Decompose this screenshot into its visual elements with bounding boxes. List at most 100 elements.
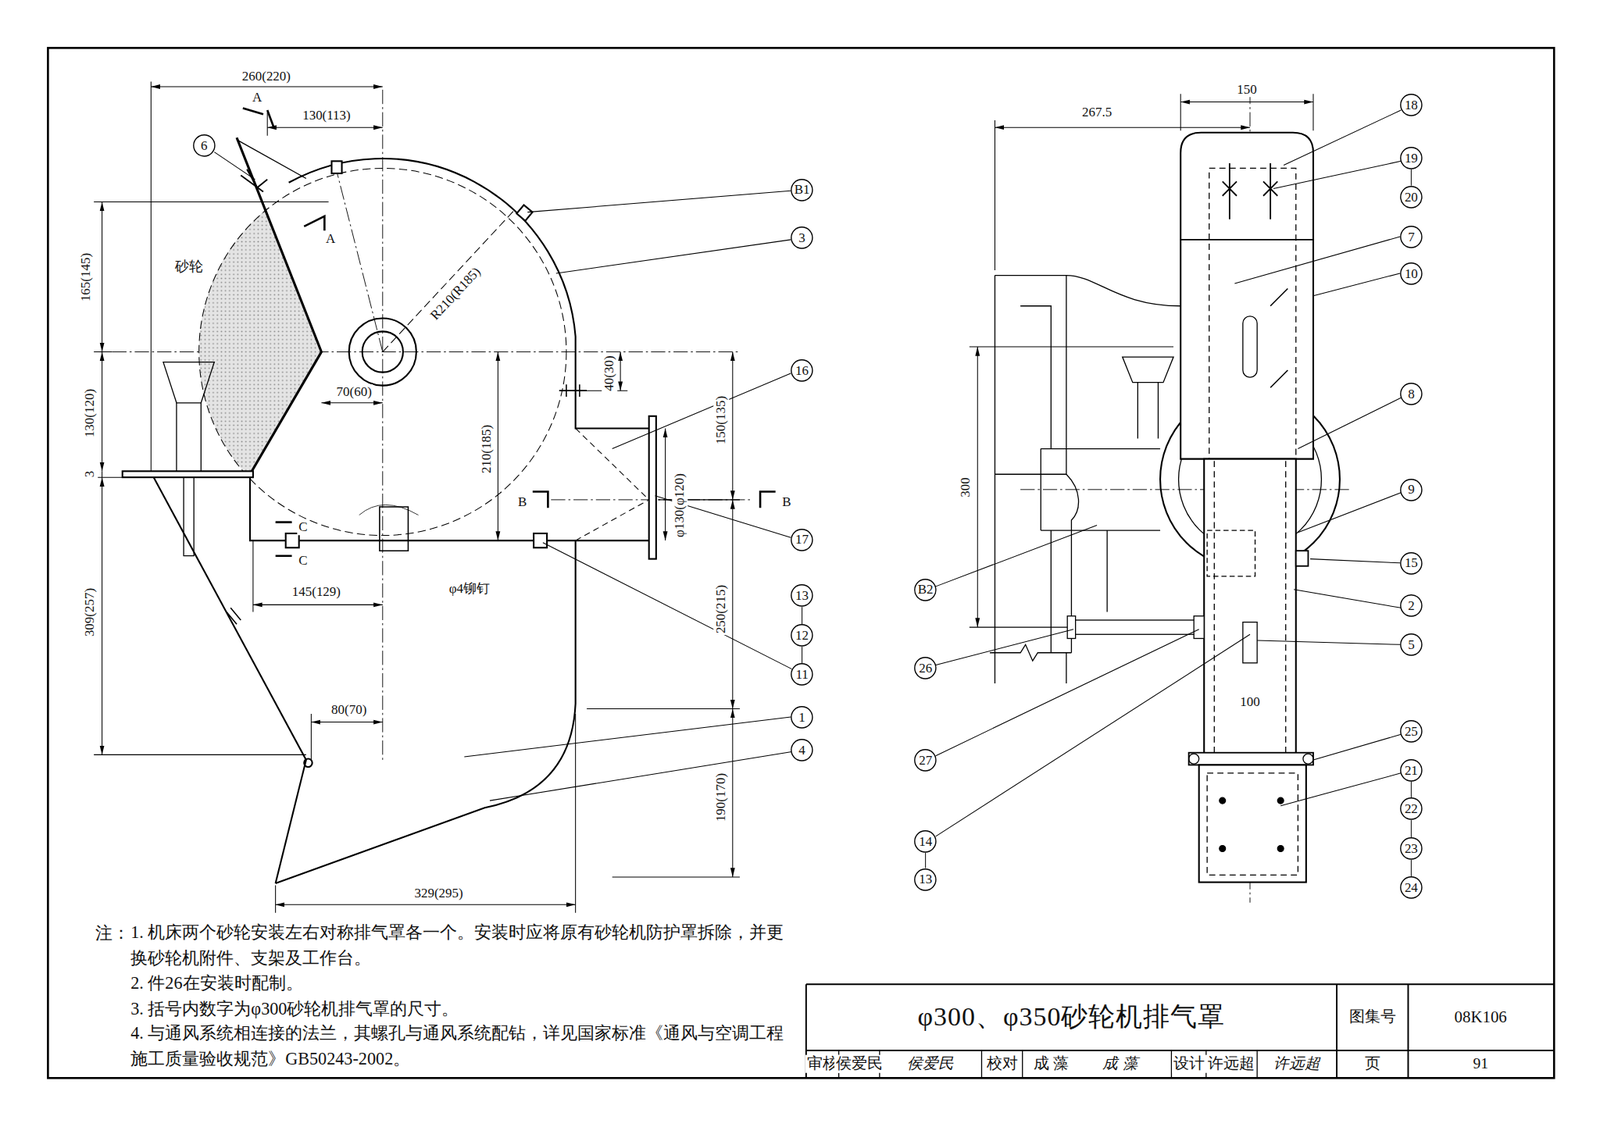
centerlines (1020, 489, 1352, 490)
callout-number: 4 (798, 743, 805, 758)
dimension-text: 130(113) (300, 107, 353, 124)
section-letter: C (296, 519, 309, 536)
callout-number: 8 (1407, 387, 1415, 401)
callout-number: 21 (1404, 764, 1418, 778)
callout-ring (1400, 838, 1422, 860)
callout-number: 9 (1407, 482, 1415, 497)
leader-lines (1280, 773, 1401, 807)
side-view (1296, 550, 1309, 567)
note-text: 2. 件26在安装时配制。 (130, 971, 794, 997)
callout-ring (193, 135, 215, 157)
leader-lines (542, 542, 793, 670)
frame (839, 1050, 1258, 1079)
side-view (1209, 167, 1297, 459)
callout-number: 20 (1404, 190, 1418, 204)
hood-outline (122, 471, 254, 478)
callout-circle: 18 (1400, 93, 1423, 117)
title-block-cell: 许远超 (1206, 1055, 1257, 1074)
callout-circle: 14 (914, 830, 937, 854)
dimension-text: 250(215) (714, 583, 730, 636)
callout-number: 24 (1404, 881, 1418, 895)
dimension-lines (101, 352, 103, 472)
grinding-wheel (199, 210, 322, 477)
dimension-lines (497, 352, 499, 542)
callout-circle: 22 (1400, 797, 1423, 821)
callout-link (1410, 169, 1412, 186)
callout-number: 16 (795, 364, 809, 378)
dimension-text: 70(60) (335, 384, 374, 400)
dimension-lines (994, 127, 1250, 129)
dimension-text: 329(295) (413, 885, 465, 902)
callout-ring (791, 739, 813, 761)
callout-circle: 25 (1400, 720, 1423, 743)
hood-outline (226, 607, 241, 625)
callout-circle: 17 (790, 528, 814, 552)
callout-number: 3 (798, 231, 805, 245)
callout-ring (1400, 94, 1422, 116)
callout-number: 25 (1404, 725, 1418, 739)
callout-ring (1400, 262, 1422, 284)
dimension-text: R210(R185) (425, 263, 485, 325)
section-marks (532, 491, 549, 508)
leader-lines (214, 152, 255, 180)
leader-lines (935, 525, 1097, 587)
hood-outline (275, 540, 650, 884)
callout-ring (1400, 595, 1422, 617)
side-view (1180, 239, 1314, 241)
callout-ring (1400, 147, 1422, 169)
side-view (1222, 163, 1279, 220)
callout-circle: B1 (790, 178, 814, 202)
callout-circle: 21 (1400, 759, 1423, 783)
frame (47, 47, 1554, 1079)
dimension-text: 100 (1238, 694, 1261, 711)
side-view (1203, 459, 1297, 761)
callout-ring (914, 578, 936, 600)
leader-lines (1313, 734, 1401, 761)
callout-number: B2 (917, 582, 934, 597)
callout-number: 26 (918, 661, 933, 675)
callout-ring (1400, 552, 1422, 574)
callout-number: 7 (1407, 230, 1415, 244)
leader-lines (1293, 589, 1401, 609)
hood-outline (379, 507, 409, 551)
frame (806, 984, 1554, 1079)
callout-number: 19 (1404, 151, 1418, 165)
hood-outline (533, 533, 547, 548)
note-text: 1. 机床两个砂轮安装左右对称排气罩各一个。安装时应将原有砂轮机防护罩拆除，并更… (130, 920, 794, 972)
callout-link (1410, 820, 1412, 838)
callout-link (801, 607, 803, 625)
callout-ring (1400, 877, 1422, 899)
callout-circle: 15 (1400, 552, 1423, 575)
signature: 侯爱民 (905, 1055, 956, 1074)
callout-ring (914, 657, 936, 679)
side-view (1067, 616, 1075, 640)
section-marks (242, 107, 776, 556)
hood-outline (303, 759, 312, 768)
hood-outline (236, 137, 322, 475)
callout-ring (1400, 225, 1422, 247)
section-letter: A (250, 90, 264, 107)
leader-lines (214, 110, 1401, 837)
side-view (1242, 622, 1258, 664)
callout-circle: 2 (1400, 594, 1423, 618)
leader-lines (1257, 640, 1400, 645)
dimension-text: 309(257) (82, 586, 98, 639)
leader-lines (1310, 559, 1400, 564)
side-view (1040, 449, 1161, 531)
dimension-lines (253, 390, 740, 914)
callout-circle: 19 (1400, 146, 1423, 170)
frame (47, 47, 1554, 1079)
oil-cup (163, 362, 215, 557)
callout-number: 12 (795, 628, 809, 643)
oil-cup (163, 362, 215, 404)
side-view (1122, 357, 1174, 439)
hood-outline (516, 204, 533, 221)
callout-circle: 13 (790, 584, 814, 608)
centerlines (336, 171, 383, 352)
hood-outline (153, 476, 307, 884)
callout-link (1410, 860, 1412, 877)
callout-ring (791, 707, 813, 729)
callout-circle: 10 (1400, 262, 1423, 286)
note-text: 注： (93, 923, 132, 944)
section-marks (242, 107, 274, 127)
